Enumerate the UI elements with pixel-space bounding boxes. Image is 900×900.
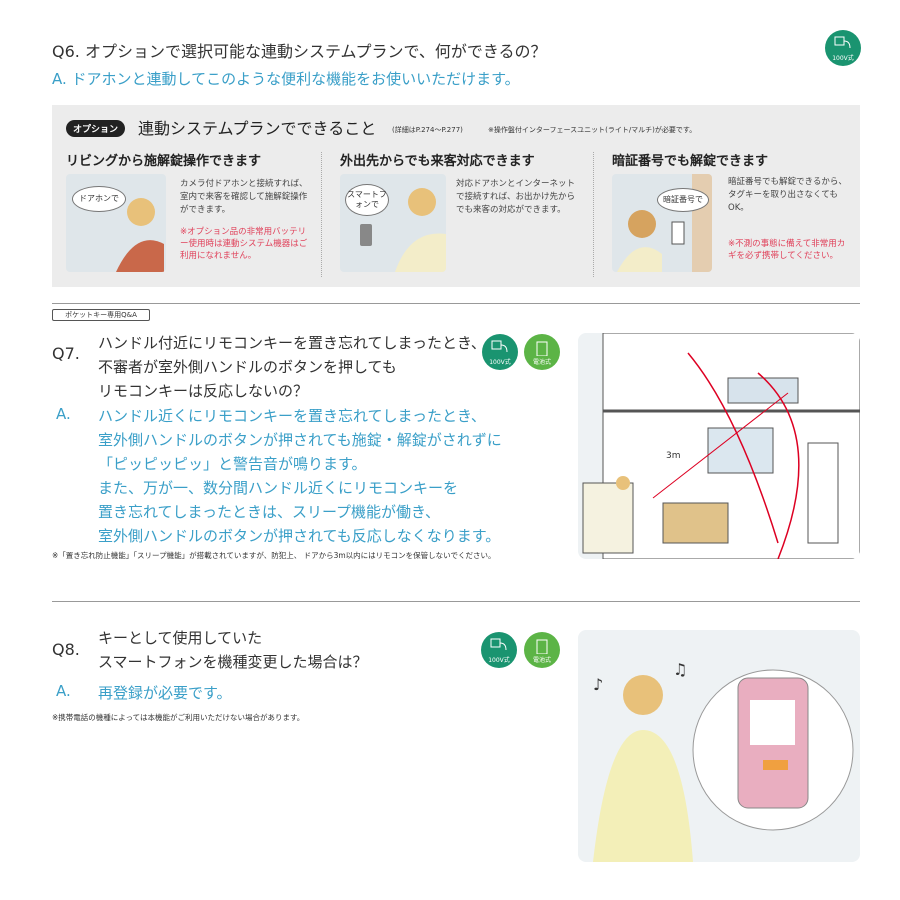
- answer-line: ハンドル近くにリモコンキーを置き忘れてしまったとき、: [98, 407, 486, 425]
- q6-answer: A. ドアホンと連動してこのような便利な機能をお使いいただけます。: [52, 70, 520, 88]
- feature-warning: ※オプション品の非常用バッテリー使用時は連動システム機器はご利用になれません。: [180, 227, 308, 261]
- badge-100v: 100V式: [482, 334, 518, 370]
- feature-text: 暗証番号でも解錠できるから、タグキーを取り出さなくてもOK。: [728, 177, 847, 213]
- feature-text: カメラ付ドアホンと接続すれば、室内で来客を確認して施解錠操作ができます。: [180, 179, 308, 215]
- answer-line: 室外側ハンドルのボタンが押されても施錠・解錠がされずに: [98, 431, 502, 449]
- q7-answer-label: A.: [56, 405, 71, 423]
- q7-line: ハンドル付近にリモコンキーを置き忘れてしまったとき、: [98, 334, 486, 352]
- answer-line: 置き忘れてしまったときは、スリープ機能が働き、: [98, 503, 441, 521]
- badge-label: 電池式: [532, 359, 551, 366]
- doorphone-illustration: ドアホンで: [66, 174, 166, 272]
- q6-question: Q6. オプションで選択可能な連動システムプランで、何ができるの？: [52, 42, 547, 61]
- feature-title: 暗証番号でも解錠できます: [612, 154, 769, 169]
- feature-text: 対応ドアホンとインターネットで接続すれば、お出かけ先からでも来客の対応ができます…: [456, 179, 576, 215]
- badge-label: 100V式: [489, 359, 511, 366]
- option-panel: [52, 105, 860, 287]
- option-requirement: ※操作盤付インターフェースユニット(ライト/マルチ)が必要です。: [488, 126, 697, 134]
- q7-question: ハンドル付近にリモコンキーを置き忘れてしまったとき、 不審者が室外側ハンドルのボ…: [98, 332, 486, 404]
- option-ref: (詳細はP.274〜P.277): [392, 126, 463, 134]
- q8-answer: 再登録が必要です。: [98, 684, 232, 702]
- q8-question: キーとして使用していた スマートフォンを機種変更した場合は？: [98, 627, 368, 675]
- divider: [321, 152, 322, 277]
- q8-line: キーとして使用していた: [98, 629, 263, 647]
- pin-illustration: 暗証番号で: [612, 174, 712, 272]
- feature-title: 外出先からでも来客対応できます: [340, 154, 535, 169]
- badge-battery: 電池式: [524, 632, 560, 668]
- plug-icon: [491, 340, 508, 353]
- feature-remote: 外出先からでも来客対応できます スマートフォンで 対応ドアホンとインターネットで…: [340, 150, 600, 272]
- speech-bubble: 暗証番号で: [657, 188, 709, 212]
- section-divider: [52, 601, 860, 602]
- section-divider: [52, 303, 860, 304]
- battery-icon: [536, 639, 548, 654]
- svg-text:♪: ♪: [593, 675, 603, 694]
- badge-label: 100V式: [832, 55, 854, 62]
- feature-pin: 暗証番号でも解錠できます 暗証番号で 暗証番号でも解錠できるから、タグキーを取り…: [612, 150, 852, 272]
- option-tag: オプション: [66, 120, 126, 137]
- feature-title: リビングから施解錠操作できます: [66, 154, 262, 169]
- option-title: 連動システムプランでできること: [138, 119, 377, 138]
- q7-line: 不審者が室外側ハンドルのボタンを押しても: [98, 358, 397, 376]
- plug-icon: [490, 638, 507, 651]
- q7-note: ※「置き忘れ防止機能」「スリープ機能」が搭載されていますが、防犯上、 ドアから3…: [52, 551, 496, 560]
- speech-bubble: スマートフォンで: [345, 184, 389, 216]
- badge-100v: 100V式: [825, 30, 861, 66]
- badge-battery: 電池式: [524, 334, 560, 370]
- q8-line: スマートフォンを機種変更した場合は？: [98, 653, 368, 671]
- distance-label: 3m: [666, 451, 681, 461]
- plug-icon: [834, 36, 851, 49]
- feature-living: リビングから施解錠操作できます ドアホンで カメラ付ドアホンと接続すれば、室内で…: [66, 150, 316, 272]
- smartphone-illustration: スマートフォンで: [340, 174, 446, 272]
- badge-100v: 100V式: [481, 632, 517, 668]
- answer-line: 室外側ハンドルのボタンが押されても反応しなくなります。: [98, 527, 501, 545]
- svg-text:♫: ♫: [673, 660, 687, 679]
- q7-number: Q7.: [52, 344, 80, 363]
- answer-line: また、万が一、数分間ハンドル近くにリモコンキーを: [98, 479, 459, 497]
- badge-label: 電池式: [532, 657, 551, 664]
- section-tag: ポケットキー専用Q&A: [52, 309, 150, 321]
- answer-line: 「ピッピッピッ」と警告音が鳴ります。: [98, 455, 367, 473]
- divider: [593, 152, 594, 277]
- feature-warning: ※不測の事態に備えて非常用カギを必ず携帯してください。: [728, 239, 846, 261]
- house-illustration: 3m: [578, 333, 860, 559]
- battery-icon: [536, 341, 548, 356]
- q8-answer-label: A.: [56, 682, 71, 700]
- q8-note: ※携帯電話の機種によっては本機能がご利用いただけない場合があります。: [52, 713, 305, 722]
- smartphone-user-illustration: ♪ ♫: [578, 630, 860, 862]
- q8-number: Q8.: [52, 640, 80, 659]
- badge-label: 100V式: [488, 657, 510, 664]
- q7-answer: ハンドル近くにリモコンキーを置き忘れてしまったとき、 室外側ハンドルのボタンが押…: [98, 405, 502, 549]
- speech-bubble: ドアホンで: [72, 186, 126, 212]
- q7-line: リモコンキーは反応しないの？: [98, 382, 309, 400]
